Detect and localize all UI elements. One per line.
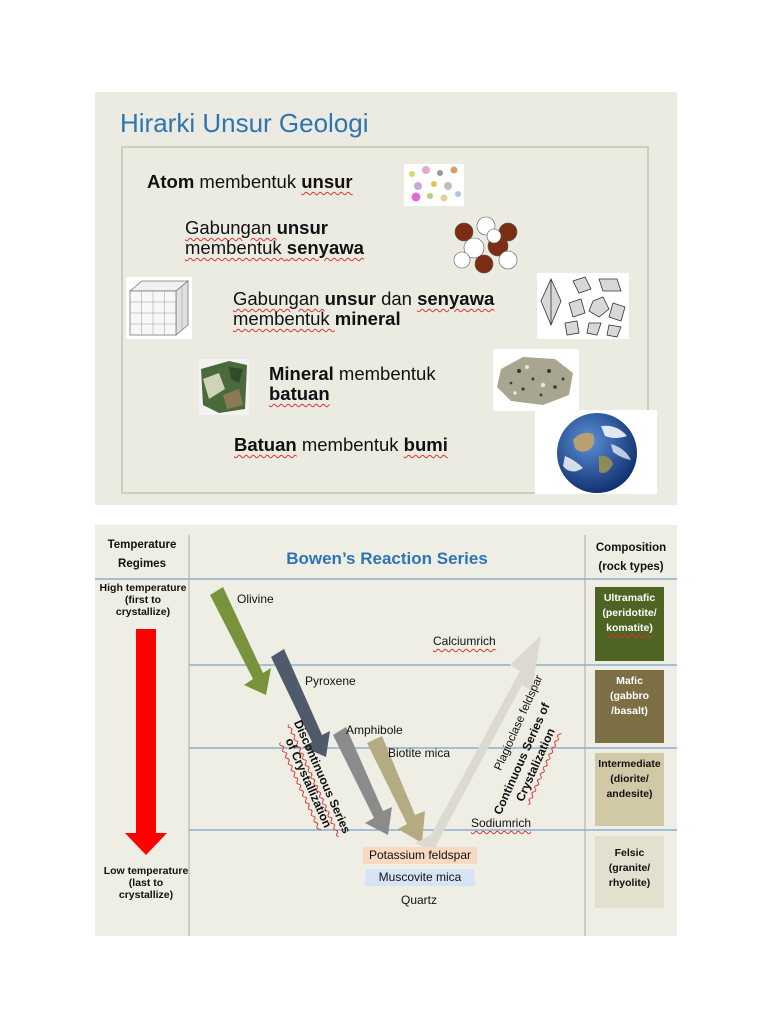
composition-ultramafic: Ultramafic (peridotite/ komatite): [595, 587, 664, 661]
amphibole-arrow: [333, 727, 392, 835]
composition-header: Composition (rock types): [595, 542, 667, 573]
composition-mafic: Mafic (gabbro /basalt): [595, 670, 664, 743]
amphibole-label: Amphibole: [346, 723, 403, 737]
quartz-label: Quartz: [401, 893, 438, 907]
low-temperature-label: Low temperature (last to crystallize): [103, 865, 189, 901]
composition-felsic: Felsic (granite/ rhyolite): [595, 836, 664, 908]
hierarchy-title: Hirarki Unsur Geologi: [120, 108, 369, 138]
crystal-shapes-image: [537, 273, 629, 339]
hierarchy-line-mineral: Gabungan unsur dan senyawa membentuk min…: [233, 288, 495, 329]
atom-image: [404, 164, 464, 206]
compound-crystal-image: [453, 216, 518, 274]
plagioclase-arrow: [415, 635, 541, 851]
word-bumi: bumi: [403, 434, 448, 455]
hierarchy-line-bumi: Batuan membentuk bumi: [234, 434, 448, 455]
temperature-arrow: [125, 629, 167, 855]
earth-globe-image: [535, 410, 657, 494]
hierarchy-line-senyawa: Gabungan unsur membentuk senyawa: [185, 217, 364, 258]
potassium-feldspar-label: Potassium feldspar: [368, 848, 472, 862]
word-senyawa: senyawa: [286, 237, 364, 258]
bowen-slide: Temperature Regimes Bowen’s Reaction Ser…: [95, 525, 677, 936]
hierarchy-line-atom: Atom membentuk unsur: [147, 171, 353, 192]
hierarchy-line-batuan: Mineral membentuk batuan: [269, 363, 436, 404]
bowen-grid: [95, 535, 677, 936]
word-unsur-3: unsur: [324, 288, 376, 309]
olivine-arrow: [210, 587, 271, 695]
granite-rock-image: [493, 349, 579, 411]
biotite-label: Biotite mica: [388, 746, 451, 760]
hierarchy-slide: Hirarki Unsur Geologi Atom membentuk uns…: [95, 92, 677, 505]
word-unsur: unsur: [301, 171, 353, 192]
temperature-header: Temperature Regimes: [107, 539, 177, 570]
calciumrich-label: Calciumrich: [433, 634, 496, 648]
composition-intermediate: Intermediate (diorite/ andesite): [595, 753, 664, 826]
pyroxene-arrow: [271, 649, 330, 757]
pyroxene-label: Pyroxene: [305, 674, 356, 688]
word-senyawa-2: senyawa: [417, 288, 495, 309]
mineral-cube-image: [126, 277, 192, 339]
olivine-label: Olivine: [237, 592, 274, 606]
word-mineral-2: Mineral: [269, 363, 334, 384]
word-mineral: mineral: [334, 308, 401, 329]
word-atom: Atom: [147, 171, 195, 192]
sodiumrich-label: Sodiumrich: [471, 816, 532, 830]
bowen-title: Bowen’s Reaction Series: [286, 549, 488, 568]
rock-sample-image: [199, 359, 249, 415]
hierarchy-frame: [121, 146, 649, 494]
word-unsur-2: unsur: [276, 217, 328, 238]
muscovite-label: Muscovite mica: [378, 870, 462, 884]
high-temperature-label: High temperature (first to crystallize): [99, 582, 187, 618]
word-batuan-2: Batuan: [234, 434, 297, 455]
word-batuan: batuan: [269, 383, 330, 404]
biotite-arrow: [367, 736, 425, 843]
